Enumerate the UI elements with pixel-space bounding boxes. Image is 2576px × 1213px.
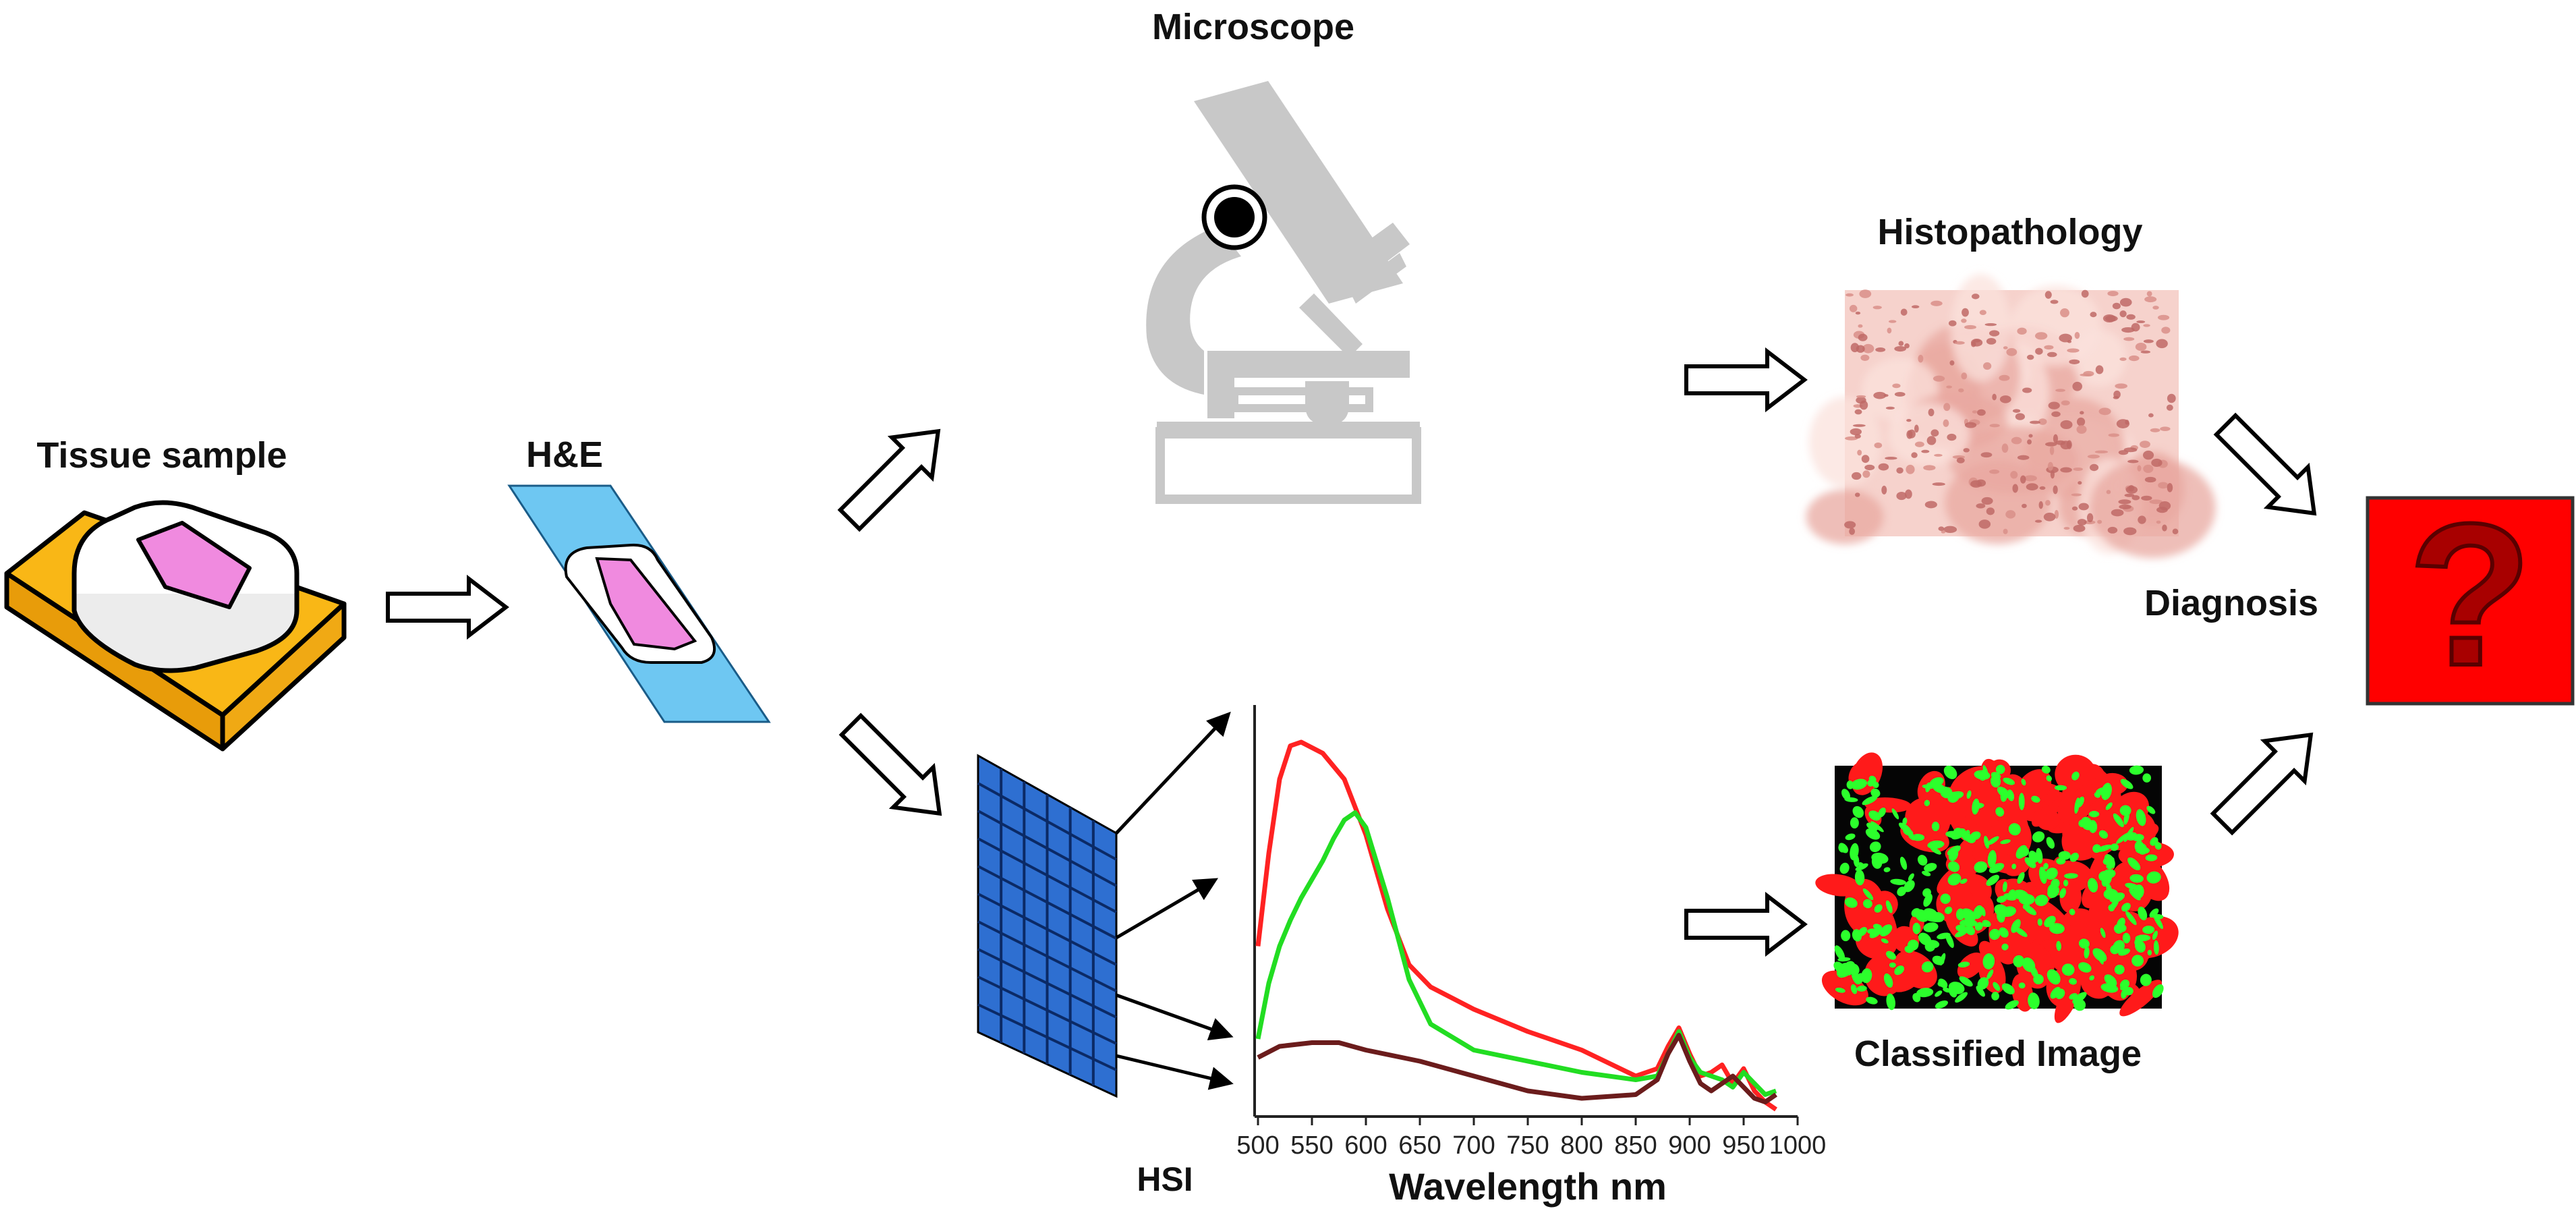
arrow-hsi-to-classified [1684, 891, 1808, 957]
microscope-icon [1146, 81, 1421, 504]
microscope-label: Microscope [1152, 7, 1354, 47]
arrow-he-to-hsi [838, 712, 942, 816]
tissue-icon [136, 521, 252, 609]
x-axis-label: Wavelength nm [1389, 1165, 1667, 1208]
he-label: H&E [526, 434, 603, 475]
hsi-cube-icon [977, 711, 1234, 1098]
x-tick-label: 900 [1668, 1131, 1711, 1160]
he-slide-icon [507, 484, 771, 723]
arrow-tissue-to-he [386, 574, 509, 640]
question-mark-icon: ? [2408, 481, 2531, 708]
diagnosis-box [2366, 496, 2575, 706]
stained-tissue-icon [595, 557, 697, 651]
tissue-cassette-icon [4, 500, 347, 752]
x-tick-label: 750 [1506, 1131, 1549, 1160]
x-tick-label: 800 [1560, 1131, 1603, 1160]
histopathology-label: Histopathology [1878, 212, 2143, 252]
arrow-he-to-microscope [837, 428, 941, 532]
x-tick-label: 850 [1614, 1131, 1657, 1160]
x-tick-label: 700 [1452, 1131, 1495, 1160]
x-tick-label: 600 [1344, 1131, 1387, 1160]
arrow-classified-to-diagnosis [2210, 732, 2314, 836]
x-tick-label: 950 [1722, 1131, 1765, 1160]
x-tick-label: 500 [1236, 1131, 1279, 1160]
tissue-sample-label: Tissue sample [36, 435, 287, 476]
hsi-label: HSI [1137, 1160, 1193, 1198]
spectrum-series-2 [1255, 810, 1777, 1097]
x-tick-label: 650 [1398, 1131, 1441, 1160]
classified-image-label: Classified Image [1854, 1034, 2142, 1074]
flow-arrows [386, 347, 2317, 957]
x-tick-label: 550 [1290, 1131, 1333, 1160]
x-tick-label: 1000 [1769, 1131, 1827, 1160]
spectrum-series-3 [1257, 1033, 1777, 1104]
classified-image [1815, 752, 2179, 1023]
histopathology-image [1806, 274, 2216, 559]
diagnosis-label: Diagnosis [2144, 583, 2318, 623]
arrow-histopathology-to-diagnosis [2213, 412, 2317, 516]
arrow-microscope-to-histopathology [1684, 347, 1808, 413]
